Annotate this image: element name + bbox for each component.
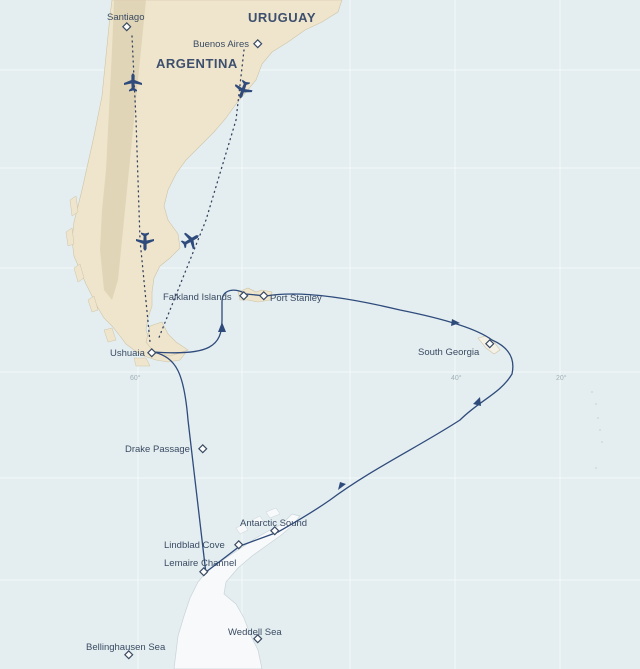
label-santiago: Santiago (107, 12, 145, 23)
airplane-icon (180, 232, 199, 250)
flight-path-buenos-aires (157, 49, 245, 341)
south-shetland-islands (235, 507, 281, 535)
lon-label-mid: 40° (451, 374, 462, 382)
airplane-icon (124, 73, 142, 92)
label-south-georgia: South Georgia (418, 347, 480, 358)
label-port-stanley: Port Stanley (270, 293, 322, 304)
chile-coast-islands (65, 195, 151, 367)
tierra-del-fuego (145, 321, 189, 357)
airplane-icon (136, 232, 154, 251)
label-drake-passage: Drake Passage (125, 444, 190, 455)
label-weddell-sea: Weddell Sea (228, 627, 282, 638)
airplane-icon (234, 79, 253, 99)
label-bellinghausen-sea: Bellinghausen Sea (86, 642, 166, 653)
route-arrow-icon (218, 319, 481, 490)
label-lindblad-cove: Lindblad Cove (164, 540, 225, 551)
label-falkland-islands: Falkland Islands (163, 292, 232, 303)
label-ushuaia: Ushuaia (110, 348, 146, 359)
south-sandwich-islands (591, 391, 603, 469)
lon-label-left: 60° (130, 374, 141, 382)
country-label-argentina: ARGENTINA (156, 56, 238, 71)
ship-route (153, 289, 514, 575)
antarctic-peninsula (173, 513, 301, 669)
graticule-labels: 60° 40° 20° (130, 374, 567, 382)
location-marker-icon (122, 22, 495, 660)
lon-label-right: 20° (556, 374, 567, 382)
label-lemaire-channel: Lemaire Channel (164, 558, 236, 569)
label-buenos-aires: Buenos Aires (193, 39, 249, 50)
flight-path-santiago (131, 35, 151, 343)
country-label-uruguay: URUGUAY (248, 10, 316, 25)
label-antarctic-sound: Antarctic Sound (240, 518, 307, 529)
